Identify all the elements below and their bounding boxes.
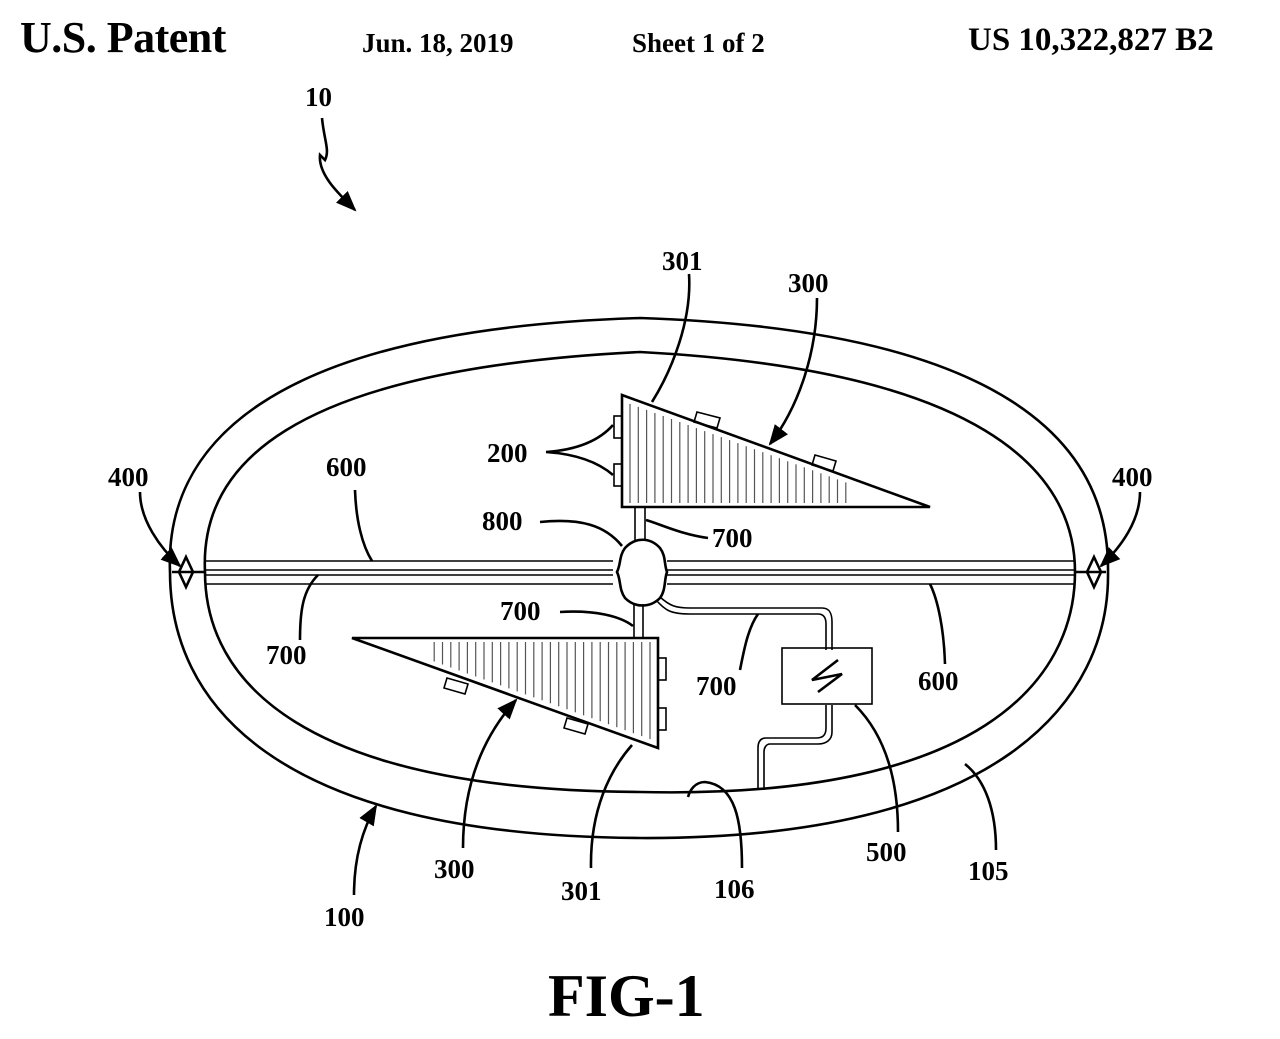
leader-800 [539, 519, 624, 547]
label-fin-bottom-edge: 301 [561, 876, 602, 906]
publication-date: Jun. 18, 2019 [362, 28, 514, 58]
lightning-bolt-icon [811, 658, 843, 694]
leader-400-left [138, 491, 182, 568]
valve-right [1085, 553, 1103, 591]
label-wire-power: 700 [696, 671, 737, 701]
tire-inner-contour [203, 350, 1077, 794]
leader-600-right [928, 583, 947, 665]
leader-300-top [768, 297, 819, 446]
label-valve-right: 400 [1112, 462, 1153, 492]
label-wire-lower: 700 [500, 596, 541, 626]
label-wire-left: 700 [266, 640, 307, 670]
leader-400-right [1099, 491, 1142, 568]
leader-100 [352, 804, 378, 896]
leader-700-lower [559, 610, 634, 628]
wire-power-b [659, 596, 833, 650]
label-hub: 800 [482, 506, 523, 536]
label-inner-surface: 106 [714, 874, 755, 904]
tube-assembly [172, 560, 1106, 585]
tire-outer-contour [168, 316, 1110, 840]
wire-power-a [655, 599, 827, 650]
label-sensor: 200 [487, 438, 528, 468]
publication-label: U.S. Patent [20, 13, 226, 62]
label-power-source: 500 [866, 837, 907, 867]
label-fin-bottom: 300 [434, 854, 475, 884]
label-fin-top-edge: 301 [662, 246, 703, 276]
fin-top [613, 393, 931, 509]
leader-500 [854, 704, 900, 833]
label-assembly: 10 [305, 82, 332, 112]
leader-300-bottom [461, 698, 518, 849]
label-wire-upper: 700 [712, 523, 753, 553]
fin-bottom [351, 636, 667, 750]
power-source [781, 647, 873, 705]
label-valve-left: 400 [108, 462, 149, 492]
wire-vertical [633, 507, 646, 637]
leader-105 [964, 762, 998, 851]
leader-301-top [650, 273, 691, 403]
sheet-number: Sheet 1 of 2 [632, 28, 765, 58]
leader-700-power [738, 613, 760, 671]
leader-700-left [298, 574, 319, 641]
leader-600-left [353, 489, 374, 562]
wire-power-c [757, 705, 827, 790]
leader-700-upper [645, 518, 709, 540]
leader-assembly [318, 117, 357, 212]
label-tube-left: 600 [326, 452, 367, 482]
wire-power-d [763, 705, 833, 790]
label-fin-top: 300 [788, 268, 829, 298]
leader-200 [545, 424, 614, 476]
leader-301-bottom [589, 744, 633, 869]
hub [615, 538, 669, 607]
label-tire: 100 [324, 902, 365, 932]
label-outer-surface: 105 [968, 856, 1009, 886]
figure-caption: FIG-1 [548, 963, 705, 1029]
leader-106 [686, 780, 744, 869]
patent-number: US 10,322,827 B2 [968, 22, 1214, 58]
label-tube-right: 600 [918, 666, 959, 696]
